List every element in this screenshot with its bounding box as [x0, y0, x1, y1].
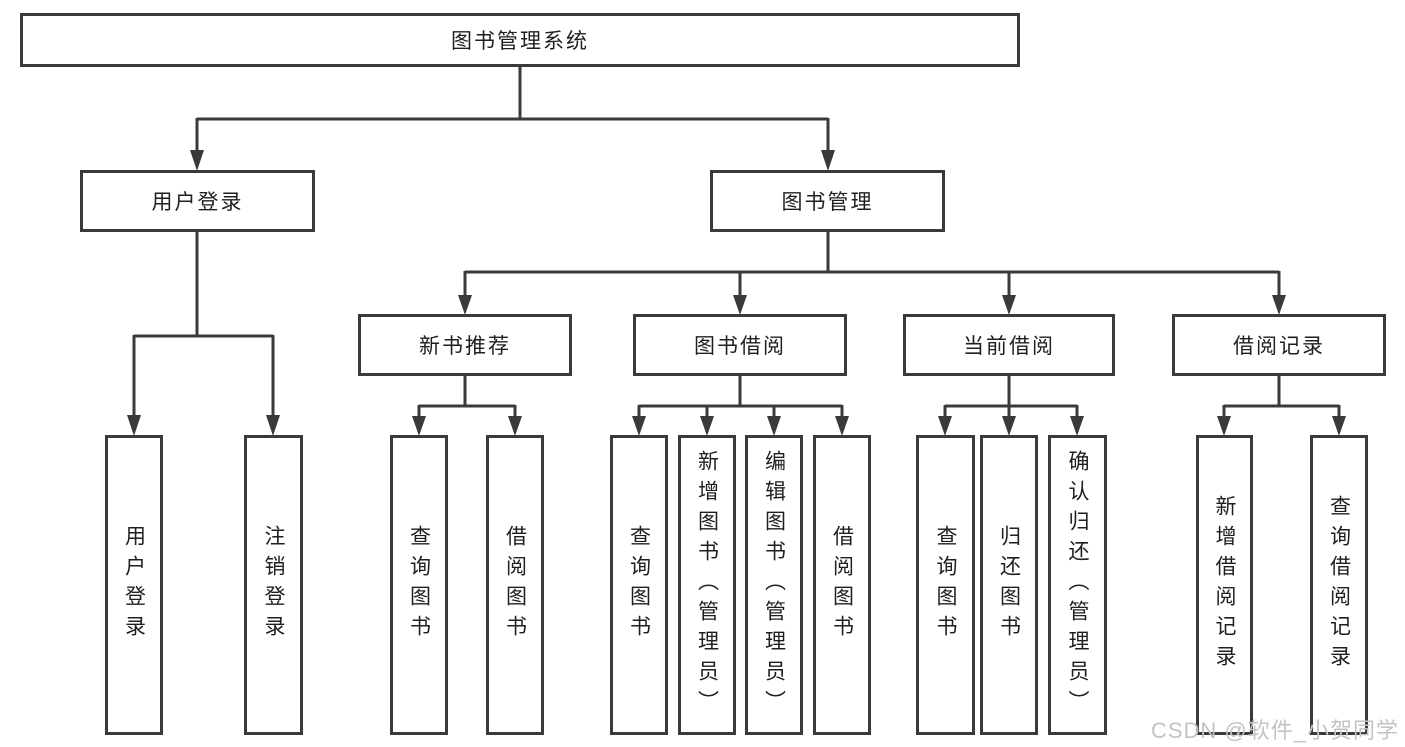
leaf-current-return-books: 归还图书	[980, 435, 1038, 735]
node-book-borrow-label: 图书借阅	[694, 335, 786, 358]
leaf-borrow-add-books-admin: 新增图书（管理员）	[678, 435, 736, 735]
node-current-borrow: 当前借阅	[903, 314, 1115, 376]
leaf-borrow-borrow-books-label: 借阅图书	[830, 525, 854, 645]
node-new-book-recommend-label: 新书推荐	[419, 335, 511, 358]
leaf-recommend-borrow-books-label: 借阅图书	[503, 525, 527, 645]
node-current-borrow-label: 当前借阅	[963, 335, 1055, 358]
leaf-borrow-edit-books-admin: 编辑图书（管理员）	[745, 435, 803, 735]
leaf-borrow-query-books: 查询图书	[610, 435, 668, 735]
node-new-book-recommend: 新书推荐	[358, 314, 572, 376]
node-book-management-label: 图书管理	[781, 191, 874, 214]
leaf-recommend-query-books-label: 查询图书	[407, 525, 431, 645]
leaf-recommend-borrow-books: 借阅图书	[486, 435, 544, 735]
leaf-user-login-label: 用户登录	[122, 525, 146, 645]
leaf-logout-label: 注销登录	[262, 525, 285, 645]
leaf-current-query-books: 查询图书	[916, 435, 975, 735]
node-book-management: 图书管理	[710, 170, 945, 232]
leaf-records-query-record: 查询借阅记录	[1310, 435, 1368, 735]
leaf-logout: 注销登录	[244, 435, 303, 735]
node-book-borrow: 图书借阅	[633, 314, 847, 376]
leaf-borrow-add-books-admin-label: 新增图书（管理员）	[695, 450, 719, 720]
leaf-records-add-record: 新增借阅记录	[1196, 435, 1253, 735]
leaf-user-login: 用户登录	[105, 435, 163, 735]
leaf-borrow-borrow-books: 借阅图书	[813, 435, 871, 735]
leaf-current-query-books-label: 查询图书	[934, 525, 957, 645]
node-borrow-records: 借阅记录	[1172, 314, 1386, 376]
node-root-library-system: 图书管理系统	[20, 13, 1020, 67]
leaf-current-confirm-return-admin-label: 确认归还（管理员）	[1066, 450, 1089, 720]
leaf-records-query-record-label: 查询借阅记录	[1327, 495, 1351, 675]
leaf-current-confirm-return-admin: 确认归还（管理员）	[1048, 435, 1107, 735]
leaf-records-add-record-label: 新增借阅记录	[1213, 495, 1236, 675]
node-borrow-records-label: 借阅记录	[1233, 335, 1325, 358]
leaf-current-return-books-label: 归还图书	[997, 525, 1021, 645]
leaf-borrow-edit-books-admin-label: 编辑图书（管理员）	[762, 450, 786, 720]
node-user-login-label: 用户登录	[151, 191, 244, 214]
leaf-recommend-query-books: 查询图书	[390, 435, 448, 735]
node-root-label: 图书管理系统	[451, 30, 589, 53]
node-user-login: 用户登录	[80, 170, 315, 232]
leaf-borrow-query-books-label: 查询图书	[627, 525, 651, 645]
csdn-watermark: CSDN @软件_小贺同学	[1150, 718, 1399, 743]
